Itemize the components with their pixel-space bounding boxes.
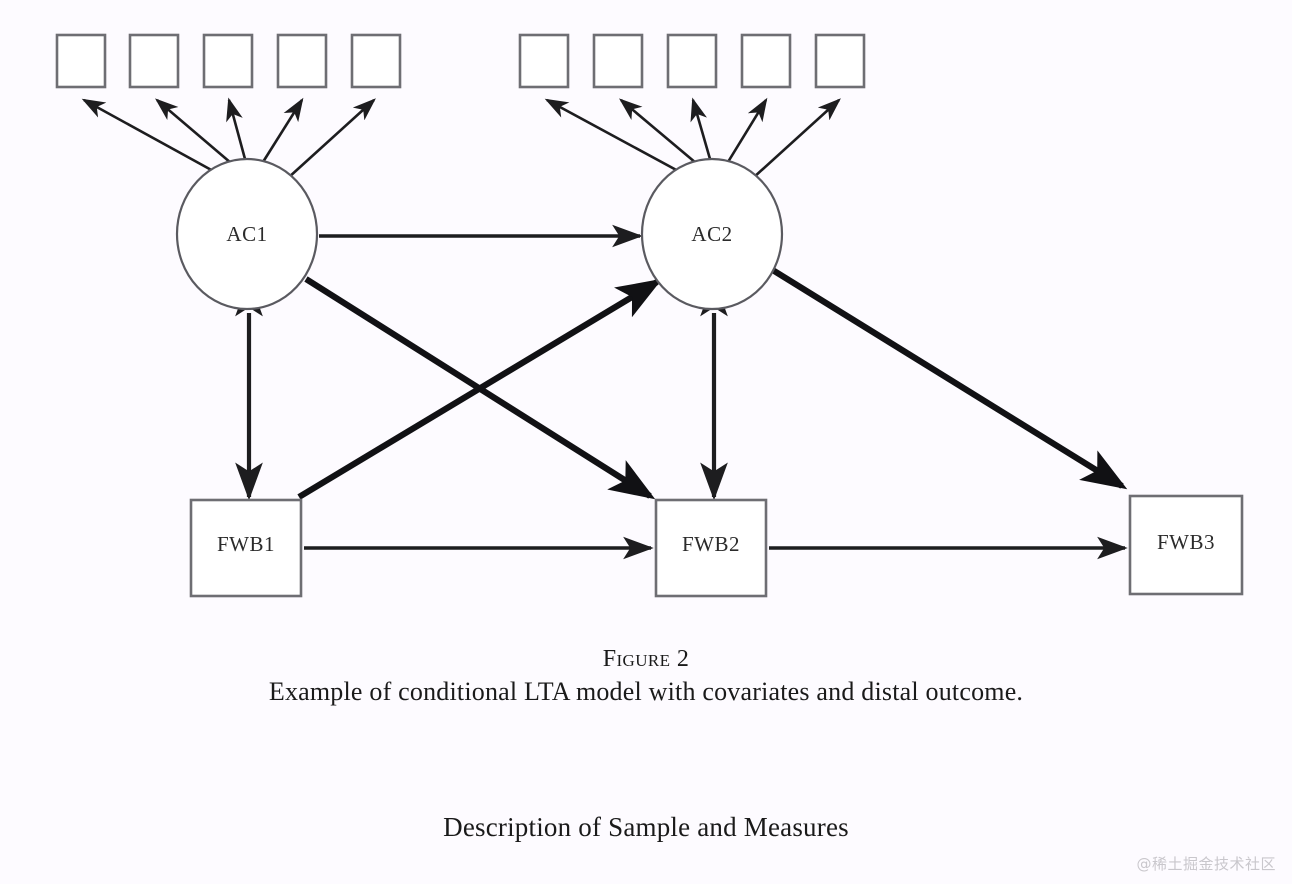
latent-node-label: AC1 bbox=[226, 222, 267, 246]
latent-node-ac2[interactable]: AC2 bbox=[640, 157, 784, 311]
observed-node-label: FWB1 bbox=[217, 532, 275, 556]
figure-number: Figure 2 bbox=[602, 646, 690, 672]
section-heading: Description of Sample and Measures bbox=[443, 812, 849, 842]
indicator-box bbox=[55, 33, 107, 89]
measurement-arrow bbox=[752, 98, 841, 179]
indicator-box bbox=[128, 33, 180, 89]
indicator-box bbox=[350, 33, 402, 89]
measurement-arrow bbox=[726, 97, 768, 163]
latent-node-ac1[interactable]: AC1 bbox=[175, 157, 319, 311]
observed-box bbox=[1128, 494, 1244, 596]
measurement-arrow bbox=[690, 97, 712, 160]
measurement-arrows-ac2 bbox=[544, 97, 841, 179]
latent-node-label: AC2 bbox=[691, 222, 732, 246]
observed-box bbox=[189, 498, 303, 598]
latent-circle bbox=[640, 157, 784, 311]
latent-circle bbox=[175, 157, 319, 311]
measurement-arrows-ac1 bbox=[81, 97, 376, 179]
measurement-arrow bbox=[619, 98, 697, 164]
indicator-group-ac1 bbox=[55, 33, 402, 89]
observed-node-label: FWB3 bbox=[1157, 530, 1215, 554]
path-fwb1-to-ac2 bbox=[297, 278, 663, 500]
structural-arrows bbox=[235, 224, 1128, 560]
watermark: @稀土掘金技术社区 bbox=[1136, 855, 1276, 873]
measurement-arrow bbox=[81, 98, 216, 174]
indicator-group-ac2 bbox=[518, 33, 866, 89]
indicator-box bbox=[740, 33, 792, 89]
observed-node-fwb3[interactable]: FWB3 bbox=[1128, 494, 1244, 596]
indicator-box bbox=[202, 33, 254, 89]
measurement-arrow bbox=[544, 98, 681, 174]
indicator-box bbox=[666, 33, 718, 89]
indicator-box bbox=[814, 33, 866, 89]
indicator-box bbox=[592, 33, 644, 89]
measurement-arrow bbox=[155, 98, 232, 164]
path-ac2-to-fwb3 bbox=[769, 266, 1128, 490]
observed-node-fwb2[interactable]: FWB2 bbox=[654, 498, 768, 598]
measurement-arrow bbox=[261, 97, 304, 163]
observed-box bbox=[654, 498, 768, 598]
measurement-arrow bbox=[287, 98, 376, 179]
indicator-box bbox=[276, 33, 328, 89]
observed-node-fwb1[interactable]: FWB1 bbox=[189, 498, 303, 598]
figure-caption: Figure 2 Example of conditional LTA mode… bbox=[0, 644, 1292, 710]
indicator-box bbox=[518, 33, 570, 89]
measurement-arrow bbox=[226, 97, 247, 160]
figure-caption-text: Example of conditional LTA model with co… bbox=[268, 677, 1024, 706]
observed-node-label: FWB2 bbox=[682, 532, 740, 556]
